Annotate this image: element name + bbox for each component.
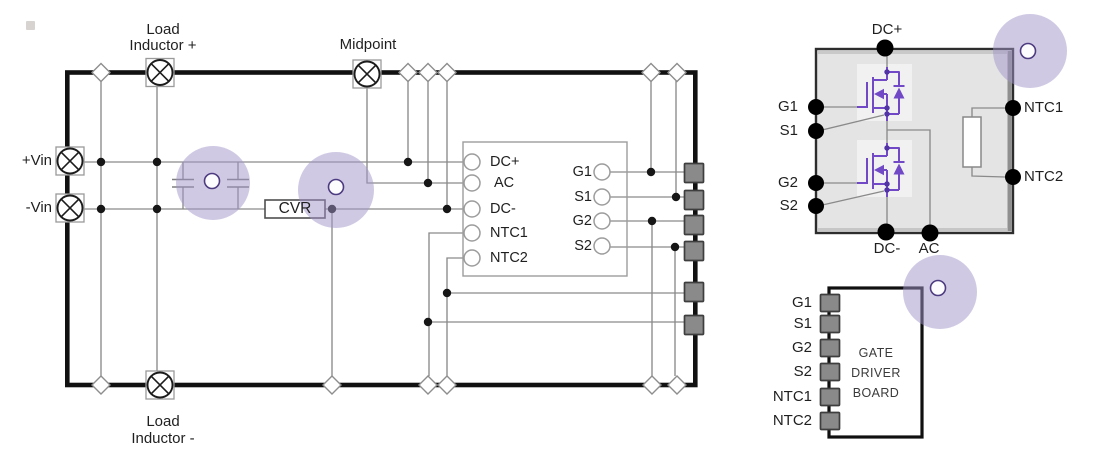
driver-label-s1: S1: [793, 315, 812, 332]
vin-plus-label: +Vin: [21, 152, 52, 169]
module-label-ntc2: NTC2: [1024, 168, 1064, 185]
load-inductor-minus-label: Load Inductor -: [131, 413, 195, 447]
annotation-pin-icon: [203, 172, 221, 190]
terminal-label-s2: S2: [574, 238, 592, 254]
load-inductor-plus-symbol: [145, 57, 175, 88]
module-label-dcplus: DC+: [871, 21, 903, 38]
vin-minus-symbol: [55, 193, 85, 223]
vin-plus-symbol: [55, 146, 85, 176]
terminal-label-s1: S1: [574, 189, 592, 205]
module-internal-wires: [817, 50, 1006, 226]
module-terminal-dots: [808, 39, 1021, 242]
module-label-ntc1: NTC1: [1024, 99, 1064, 116]
load-inductor-plus-label: Load Inductor +: [129, 21, 197, 54]
annotation-pin-icon: [929, 279, 947, 297]
annotation-pin-icon: [1019, 42, 1037, 60]
terminal-label-g1: G1: [572, 164, 592, 180]
module-label-s1: S1: [779, 122, 798, 139]
power-module: [808, 39, 1021, 242]
driver-label-s2: S2: [793, 363, 812, 380]
diamond-test-points: [91, 62, 687, 395]
load-inductor-minus-symbol: [145, 370, 175, 400]
midpoint-label: Midpoint: [339, 36, 397, 53]
annotation-pin-icon: [327, 178, 345, 196]
artifact-mark: [26, 21, 35, 30]
module-outline-box: [462, 141, 628, 277]
midpoint-symbol: [352, 59, 382, 89]
terminal-label-dcminus: DC-: [490, 201, 516, 217]
terminal-label-g2: G2: [572, 213, 592, 229]
vin-minus-label: -Vin: [25, 199, 52, 216]
driver-label-g1: G1: [791, 294, 812, 311]
gate-driver-board: [819, 286, 924, 439]
power-module-body: [814, 47, 1015, 235]
annotation-highlights: [176, 14, 1067, 329]
driver-label-g2: G2: [791, 339, 812, 356]
module-label-s2: S2: [779, 197, 798, 214]
gate-driver-title: GATE DRIVER BOARD: [851, 346, 901, 400]
module-label-ac: AC: [918, 240, 940, 257]
gate-driver-connector-pads: [819, 293, 841, 431]
module-label-g1: G1: [777, 98, 798, 115]
test-circuit-schematic: [55, 57, 705, 400]
terminal-label-dcplus: DC+: [490, 154, 520, 170]
cvr-label: CVR: [278, 200, 312, 217]
gate-driver-board-outline: [827, 286, 924, 439]
module-label-g2: G2: [777, 174, 798, 191]
driver-label-ntc1: NTC1: [772, 388, 812, 405]
module-label-dcminus: DC-: [873, 240, 901, 257]
terminal-label-ntc1: NTC1: [490, 225, 528, 241]
driver-label-ntc2: NTC2: [772, 412, 812, 429]
bus-connector-pads: [683, 162, 705, 336]
terminal-label-ac: AC: [494, 175, 515, 191]
ntc-resistor-icon: [962, 116, 982, 168]
terminal-label-ntc2: NTC2: [490, 250, 528, 266]
terminal-circles: [463, 153, 611, 267]
